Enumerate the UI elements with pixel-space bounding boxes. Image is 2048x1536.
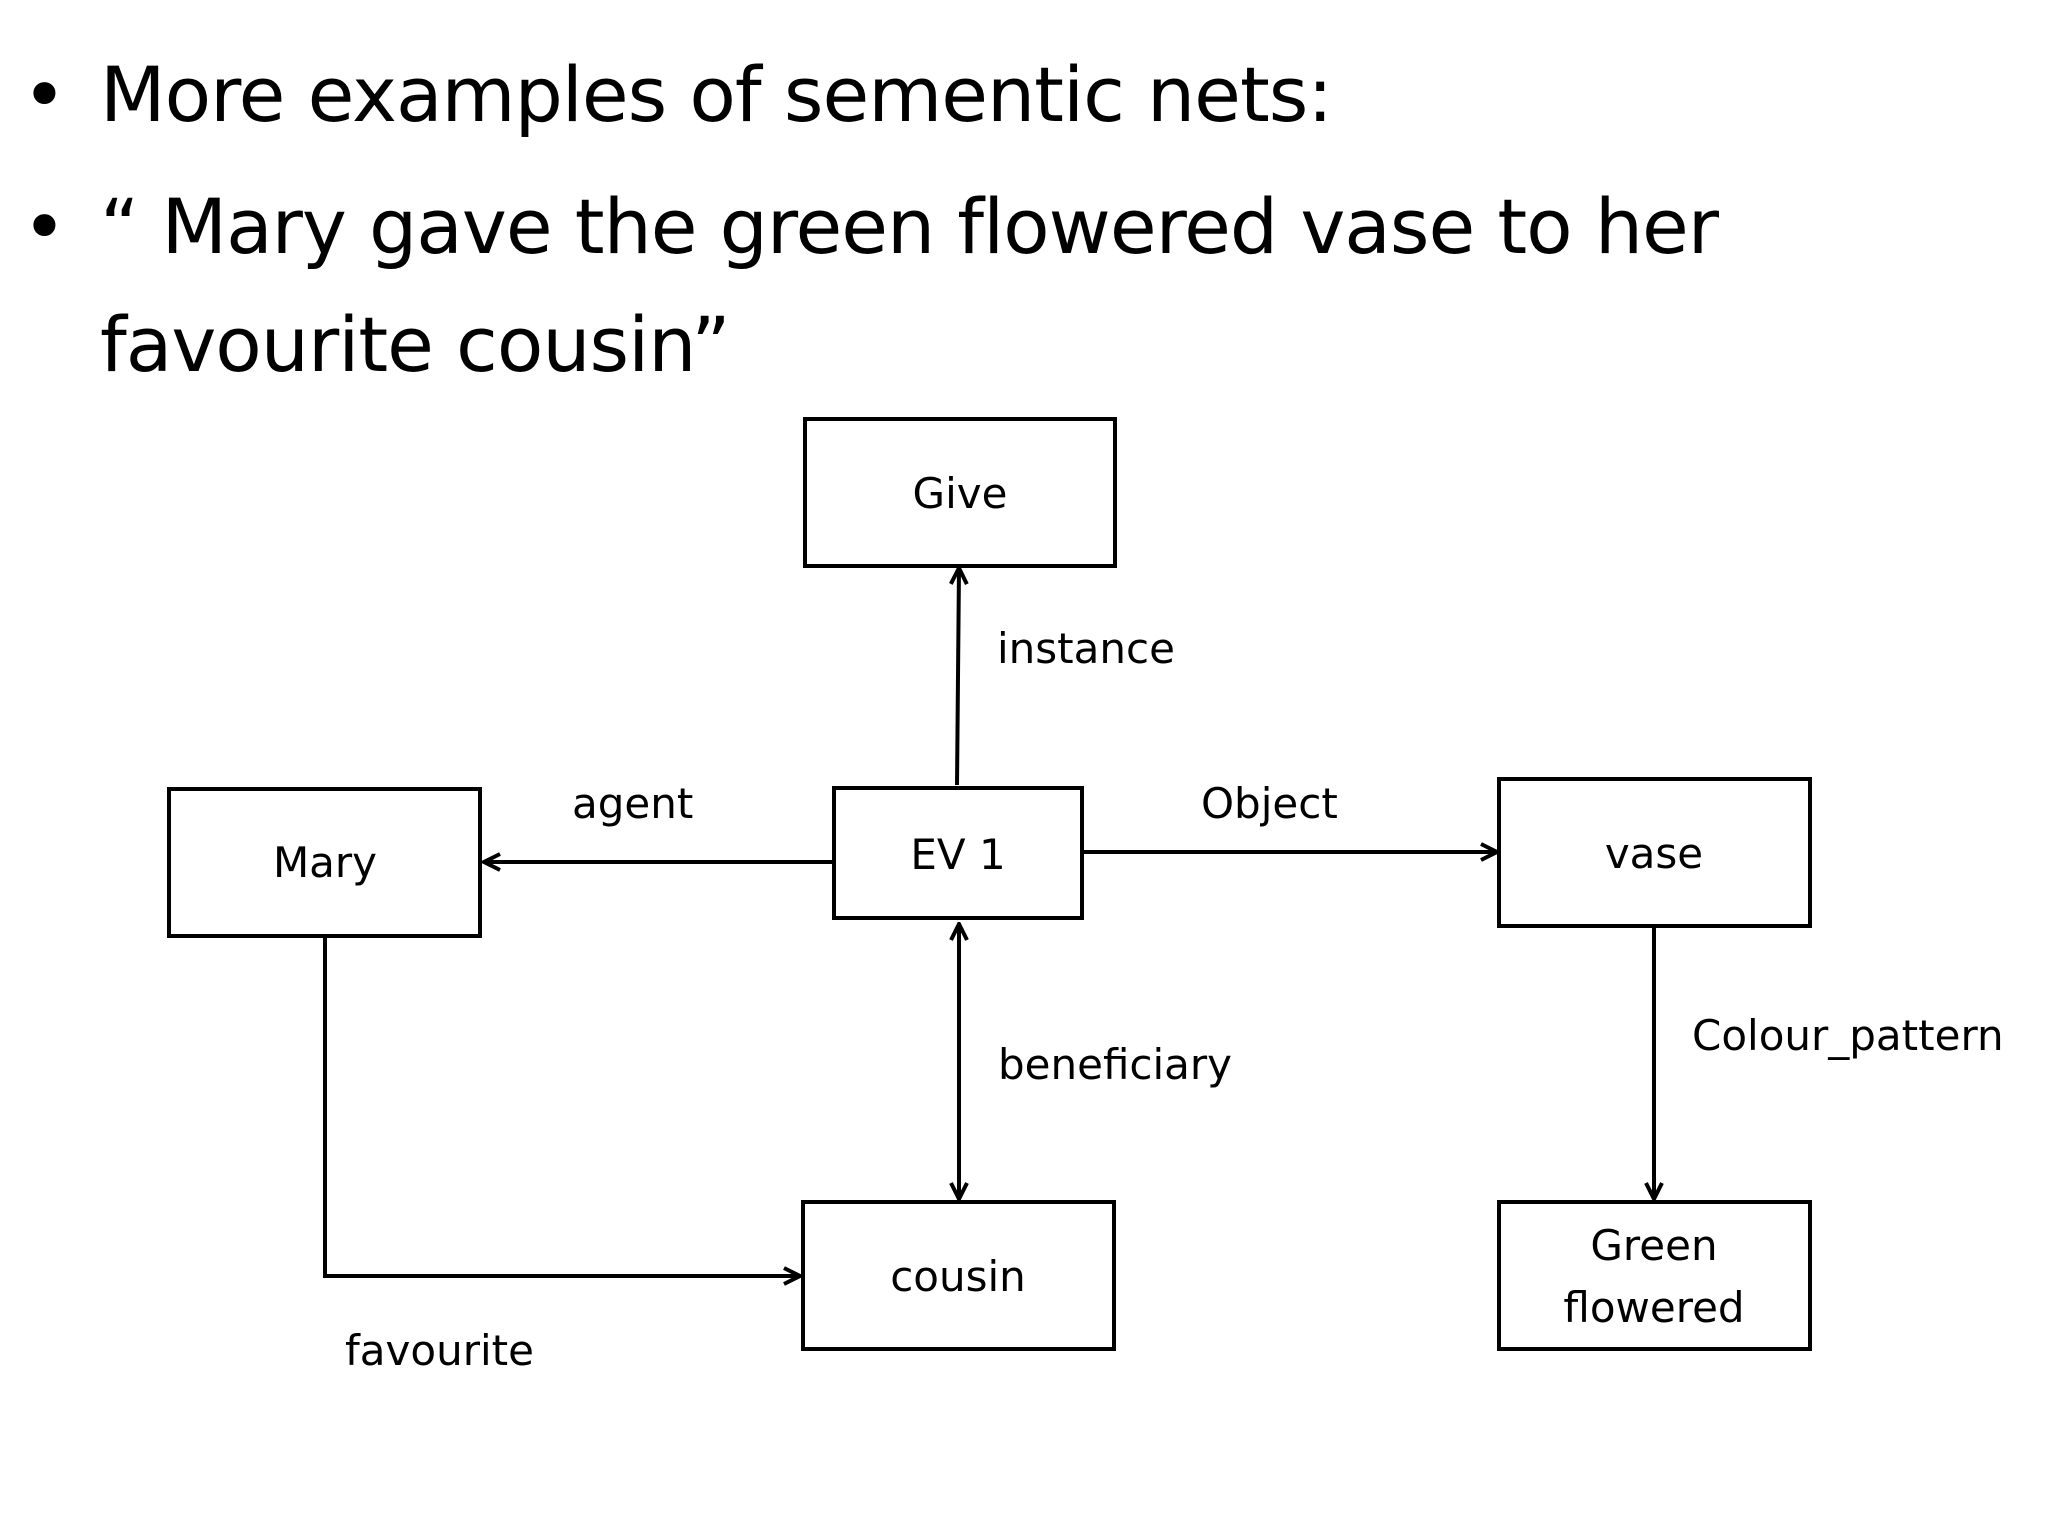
- bullet-dot: •: [22, 182, 67, 271]
- node-ev1-label: EV 1: [910, 830, 1005, 879]
- node-green-flowered-label-line2: flowered: [1563, 1283, 1744, 1332]
- edge-label-agent: agent: [572, 779, 693, 828]
- node-ev1: EV 1: [832, 786, 1084, 920]
- edge-label-beneficiary: beneficiary: [998, 1040, 1232, 1089]
- node-cousin-label: cousin: [890, 1252, 1026, 1301]
- bullet-text-1: More examples of sementic nets:: [100, 50, 1333, 139]
- node-green-flowered-label-line1: Green: [1590, 1221, 1717, 1270]
- node-give-label: Give: [913, 469, 1008, 518]
- bullet-text-2: “ Mary gave the green flowered vase to h…: [100, 182, 1719, 389]
- node-green-flowered: Green flowered: [1497, 1200, 1812, 1351]
- node-give: Give: [803, 417, 1117, 568]
- node-vase: vase: [1497, 777, 1812, 928]
- bullet-item-1: • More examples of sementic nets:: [22, 36, 1800, 154]
- bullet-item-2: • “ Mary gave the green flowered vase to…: [22, 168, 1800, 404]
- edges: [323, 568, 1654, 1276]
- edge-label-object: Object: [1201, 779, 1338, 828]
- edge-label-instance: instance: [997, 624, 1175, 673]
- edge-favourite-line: [323, 937, 800, 1276]
- edge-label-colour-pattern: Colour_pattern: [1692, 1011, 2004, 1060]
- node-mary: Mary: [167, 787, 482, 938]
- bullet-list: • More examples of sementic nets: • “ Ma…: [0, 0, 2048, 400]
- node-cousin: cousin: [801, 1200, 1116, 1351]
- node-vase-label: vase: [1605, 829, 1703, 878]
- bullet-dot: •: [22, 50, 67, 139]
- edge-label-favourite: favourite: [345, 1326, 534, 1375]
- edge-instance-line: [957, 568, 959, 786]
- node-mary-label: Mary: [273, 838, 377, 887]
